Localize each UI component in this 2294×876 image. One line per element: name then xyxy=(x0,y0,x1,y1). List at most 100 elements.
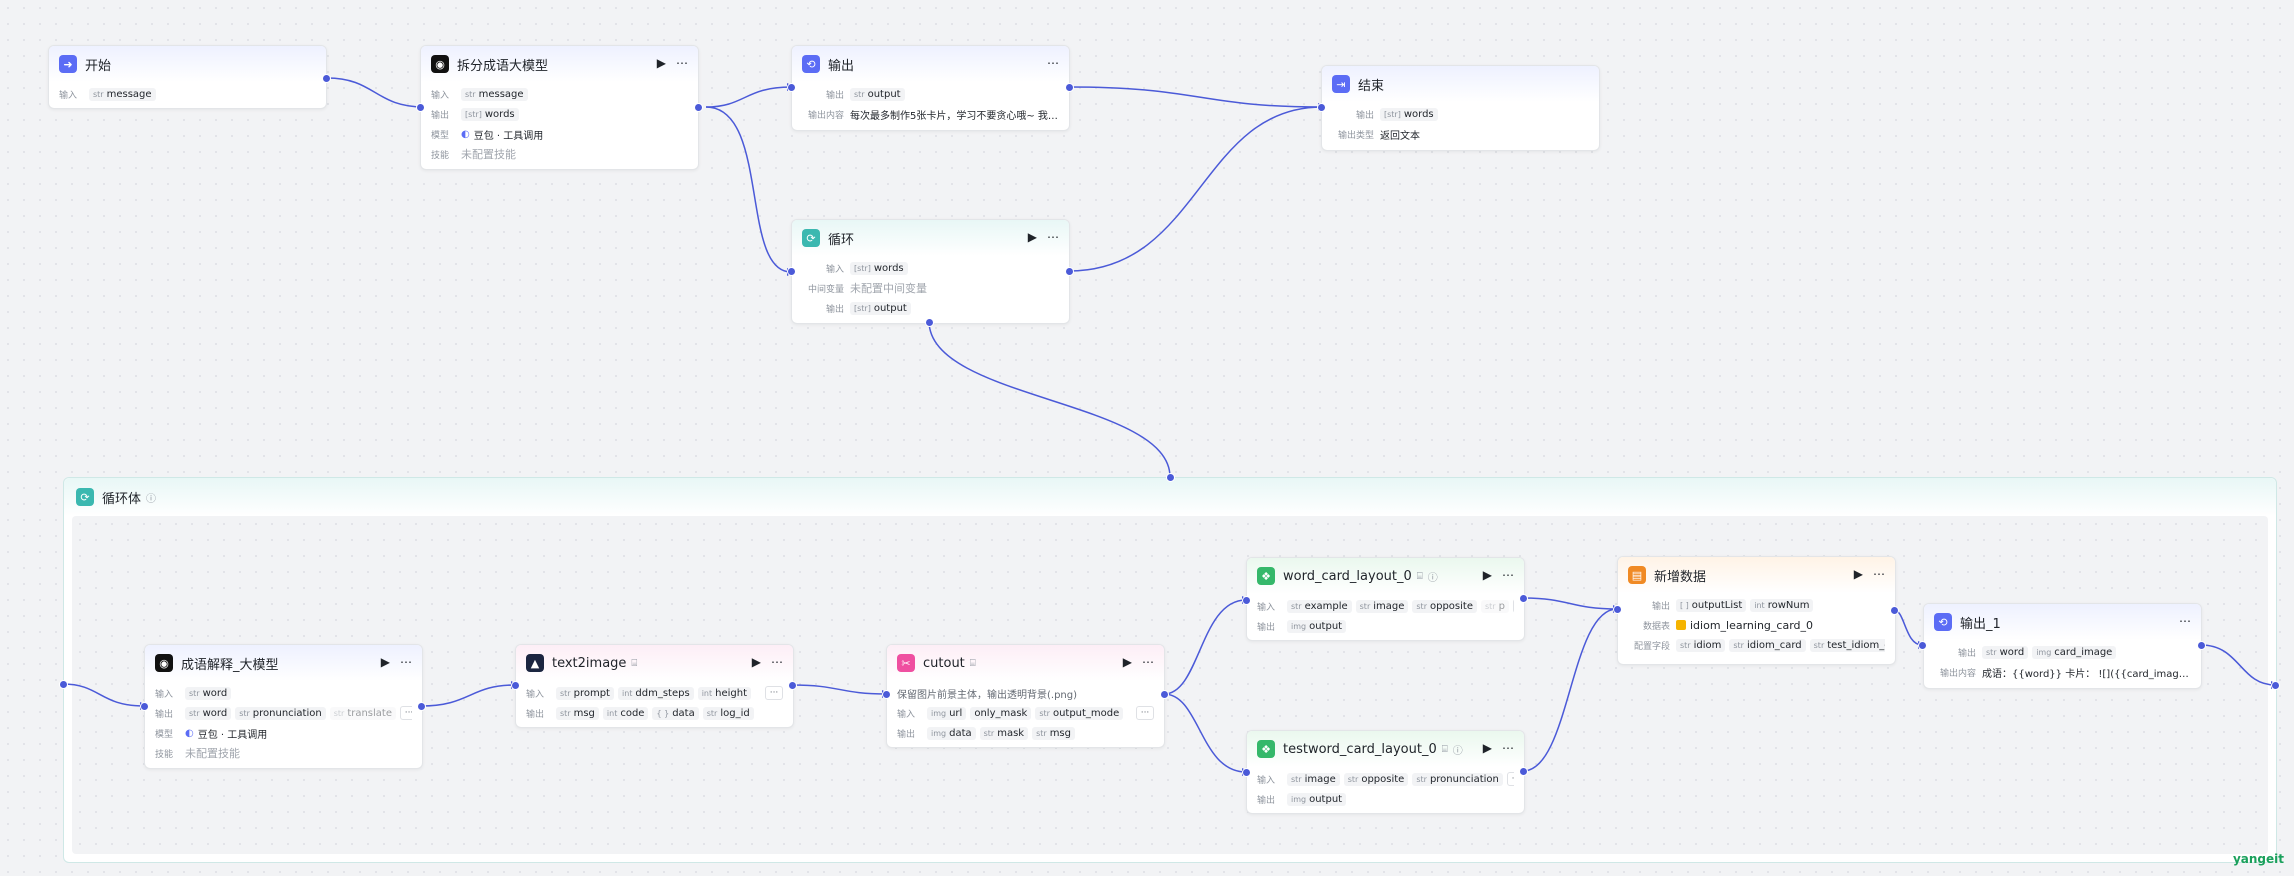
more-icon[interactable]: ⋯ xyxy=(1142,655,1154,669)
port-loop-body-out[interactable] xyxy=(925,318,934,327)
node-title: 循环 xyxy=(828,232,855,248)
run-icon[interactable]: ▶ xyxy=(380,655,390,669)
more-icon[interactable]: ⋯ xyxy=(400,655,412,669)
more-icon[interactable]: ⋯ xyxy=(1873,567,1885,581)
node-end[interactable]: ⇥ 结束 输出 [str]words 输出类型 返回文本 xyxy=(1321,65,1600,151)
loop-icon: ⟳ xyxy=(76,488,94,506)
port-loop-out[interactable] xyxy=(1065,267,1074,276)
info-icon[interactable]: ⓘ xyxy=(1452,745,1463,757)
node-cutout[interactable]: ✂ cutout ⌸ ▶ ⋯ 保留图片前景主体，输出透明背景(.png) 输入 … xyxy=(886,644,1165,748)
node-title: text2image xyxy=(552,655,627,671)
port-t2i-out[interactable] xyxy=(788,681,797,690)
more-vars-button[interactable]: ··· xyxy=(1136,706,1154,720)
more-icon[interactable]: ⋯ xyxy=(676,56,688,70)
more-vars-button[interactable]: ··· xyxy=(1506,772,1514,786)
port-start-out[interactable] xyxy=(322,74,331,83)
node-description: 保留图片前景主体，输出透明背景(.png) xyxy=(897,689,1078,701)
run-icon[interactable]: ▶ xyxy=(751,655,761,669)
plugin-icon: ▲ xyxy=(526,654,544,672)
more-vars-button[interactable]: ··· xyxy=(1512,599,1514,613)
port-split-out[interactable] xyxy=(694,103,703,112)
run-icon[interactable]: ▶ xyxy=(1853,567,1863,581)
more-icon[interactable]: ⋯ xyxy=(771,655,783,669)
output-icon: ⟲ xyxy=(802,55,820,73)
more-icon[interactable]: ⋯ xyxy=(1502,568,1514,582)
model-icon: ◐ xyxy=(461,128,470,140)
more-vars-button[interactable]: ··· xyxy=(765,686,783,700)
port-word-out[interactable] xyxy=(1519,594,1528,603)
info-icon[interactable]: ⓘ xyxy=(146,493,157,505)
watermark-text: yangeit xyxy=(2232,852,2284,866)
port-cutout-out[interactable] xyxy=(1160,690,1169,699)
node-title: 输出_1 xyxy=(1960,616,2001,632)
port-loop-body-in[interactable] xyxy=(1166,473,1175,482)
port-idiom-out[interactable] xyxy=(417,702,426,711)
port-add-in[interactable] xyxy=(1613,605,1622,614)
info-icon[interactable]: ⓘ xyxy=(1427,572,1438,584)
port-t2i-in[interactable] xyxy=(511,681,520,690)
run-icon[interactable]: ▶ xyxy=(1482,568,1492,582)
node-loop[interactable]: ⟳ 循环 ▶ ⋯ 输入 [str]words 中间变量 未配置中间变量 输出 [… xyxy=(791,219,1070,324)
var-tag: [str]words xyxy=(850,261,908,275)
var-tag: only_mask xyxy=(970,706,1032,720)
loop-body-title: 循环体 xyxy=(102,491,142,507)
port-loopbody-left[interactable] xyxy=(59,680,68,689)
port-out1-in[interactable] xyxy=(1918,641,1927,650)
port-output-in[interactable] xyxy=(787,83,796,92)
port-output-out[interactable] xyxy=(1065,83,1074,92)
port-out1-out[interactable] xyxy=(2197,641,2206,650)
edge-loop-body xyxy=(928,320,1171,478)
run-icon[interactable]: ▶ xyxy=(656,56,666,70)
port-end-in[interactable] xyxy=(1317,103,1326,112)
var-tag: [ ]outputList xyxy=(1676,598,1747,612)
node-title: 拆分成语大模型 xyxy=(457,58,549,74)
run-icon[interactable]: ▶ xyxy=(1122,655,1132,669)
more-icon[interactable]: ⋯ xyxy=(1047,230,1059,244)
port-cutout-in[interactable] xyxy=(882,690,891,699)
port-loop-in[interactable] xyxy=(787,267,796,276)
port-idiom-in[interactable] xyxy=(140,702,149,711)
port-add-out[interactable] xyxy=(1890,606,1899,615)
port-test-out[interactable] xyxy=(1519,767,1528,776)
node-title: 新增数据 xyxy=(1654,569,1707,585)
database-name: idiom_learning_card_0 xyxy=(1690,618,1814,632)
plugin-badge-icon: ⌸ xyxy=(631,657,638,669)
more-icon[interactable]: ⋯ xyxy=(2179,614,2191,628)
run-icon[interactable]: ▶ xyxy=(1482,741,1492,755)
model-icon: ◐ xyxy=(185,727,194,739)
edge-loop-end xyxy=(1068,106,1323,272)
port-split-in[interactable] xyxy=(416,103,425,112)
port-test-in[interactable] xyxy=(1242,768,1251,777)
node-title: word_card_layout_0 xyxy=(1283,568,1412,584)
more-vars-button[interactable]: ··· xyxy=(400,706,412,720)
more-icon[interactable]: ⋯ xyxy=(1047,56,1059,70)
edge-output-end xyxy=(1068,86,1323,108)
more-icon[interactable]: ⋯ xyxy=(1502,741,1514,755)
port-word-in[interactable] xyxy=(1242,596,1251,605)
port-loopbody-right[interactable] xyxy=(2271,681,2280,690)
run-icon[interactable]: ▶ xyxy=(1027,230,1037,244)
